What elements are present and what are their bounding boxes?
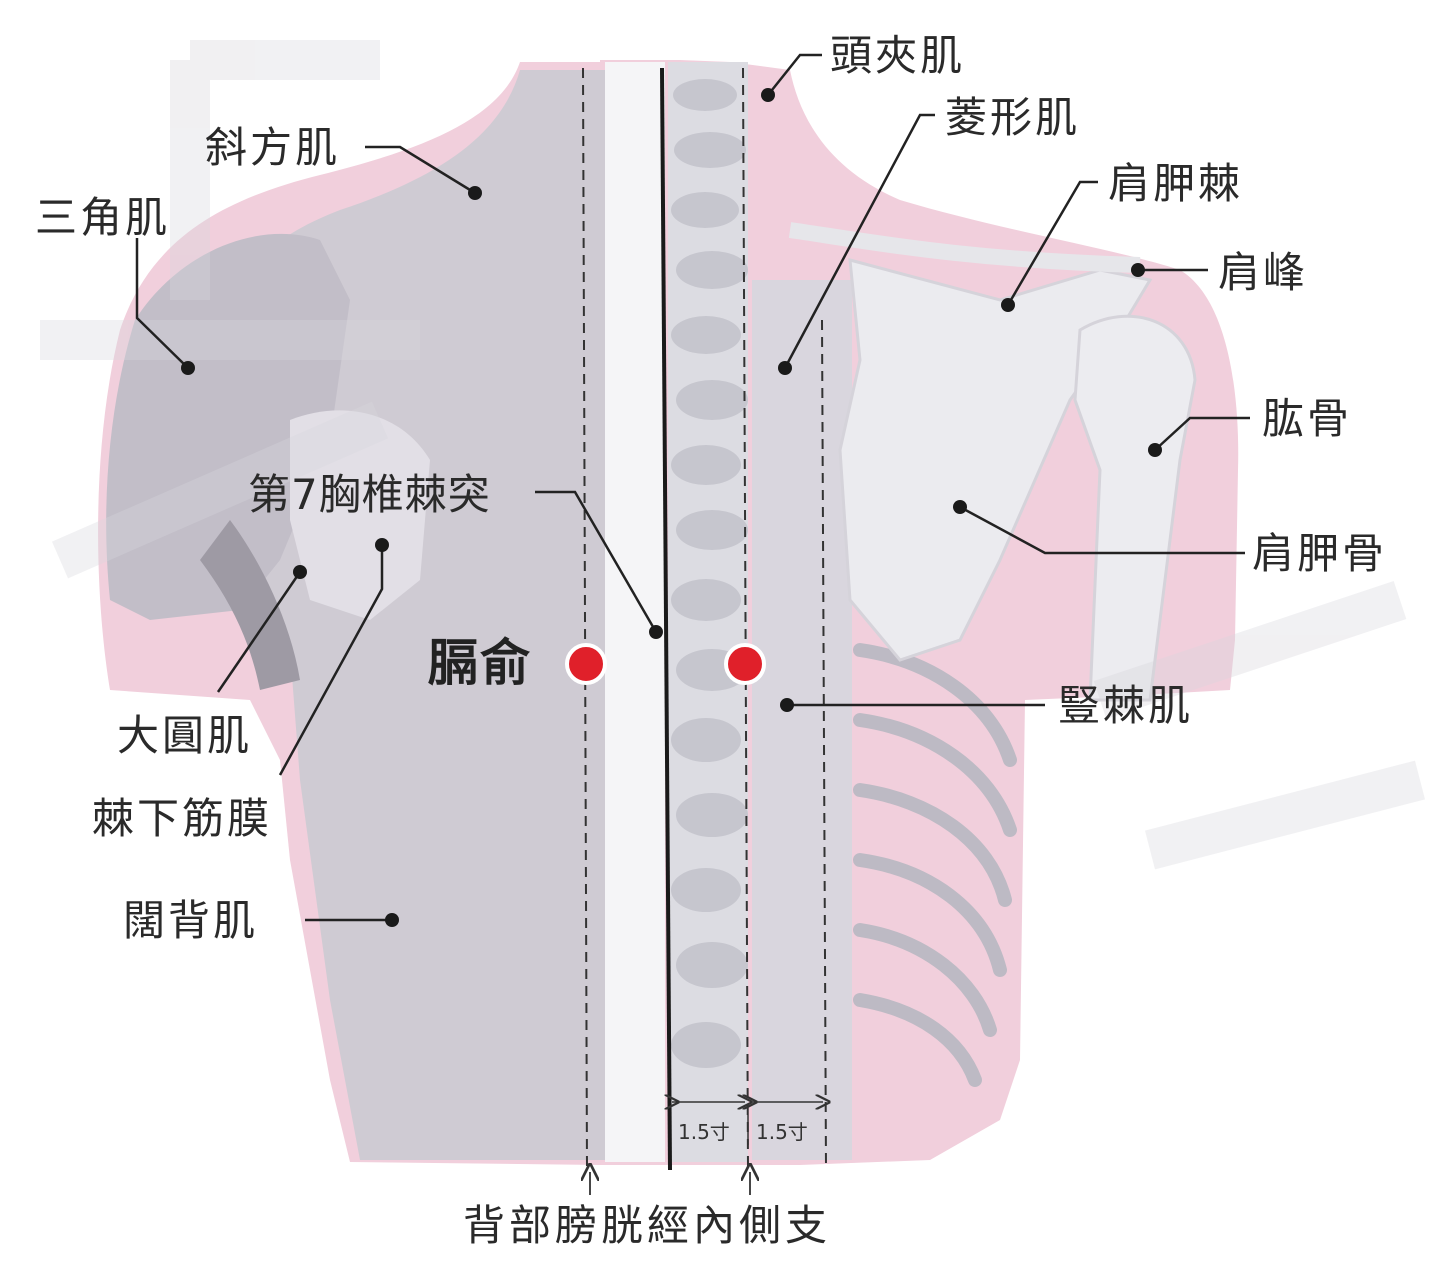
acupoint-name: 膈俞: [428, 634, 532, 692]
deltoid-shape: [106, 233, 350, 620]
label-acromion: 肩峰: [1218, 248, 1309, 297]
measurement-arrows: [672, 1102, 823, 1145]
label-humerus: 肱骨: [1262, 394, 1353, 443]
label-scapula: 肩胛骨: [1252, 529, 1388, 578]
acupoint-right: [724, 643, 766, 685]
label-scapular-spine: 肩胛棘: [1108, 159, 1244, 208]
leader-dots: [181, 88, 1162, 927]
erector-spinae-shape: [752, 280, 852, 1160]
leader-lines: [135, 53, 1250, 922]
armpit-shadow: [200, 520, 300, 690]
label-teres-major: 大圓肌: [117, 711, 253, 760]
humerus-shape: [1073, 314, 1197, 702]
bottom-label: 背部膀胱經內側支: [463, 1201, 832, 1250]
label-infraspinatus-fascia: 棘下筋膜: [92, 794, 273, 843]
measurement-left: 1.5寸: [678, 1120, 730, 1144]
label-erector-spinae: 豎棘肌: [1058, 681, 1194, 730]
measurement-right: 1.5寸: [756, 1120, 808, 1144]
acupoint-markers: [565, 643, 766, 685]
label-rhomboid: 菱形肌: [945, 93, 1081, 142]
clavicle-shape: [788, 222, 1141, 273]
label-latissimus: 闊背肌: [123, 896, 259, 945]
label-splenius: 頭夾肌: [830, 31, 966, 80]
infraspinatus-shape: [290, 410, 430, 620]
label-landmark: 第7胸椎棘突: [248, 470, 491, 519]
label-deltoid: 三角肌: [35, 193, 171, 242]
spinal-midline: [660, 67, 672, 1171]
bottom-up-arrows: [590, 1172, 750, 1195]
acupoint-left: [565, 643, 607, 685]
label-trapezius: 斜方肌: [205, 123, 341, 172]
watermark: [40, 40, 1426, 870]
ribs: [853, 643, 1017, 1087]
meridian-lines: [582, 67, 827, 1171]
spine-band: [605, 62, 665, 1162]
vertebrae: [671, 79, 748, 1068]
